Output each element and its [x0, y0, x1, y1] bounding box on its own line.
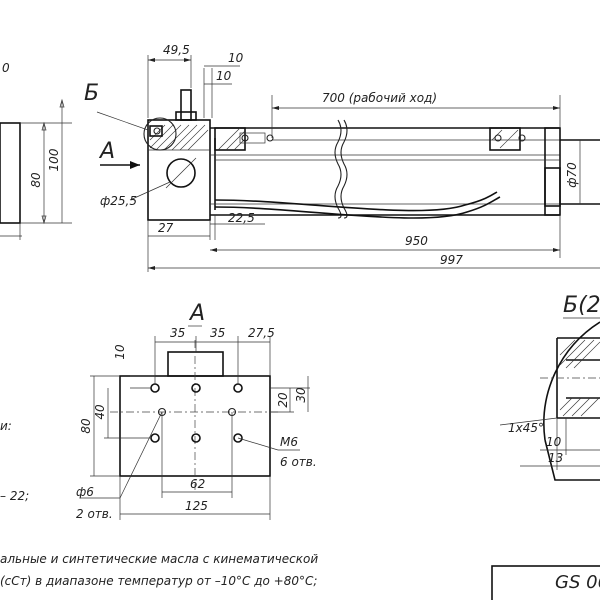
view-a-hole-m6-count: 6 отв.	[280, 455, 317, 469]
view-a-dim-35-b: 35	[210, 326, 225, 340]
left-dim-80: 80	[29, 172, 43, 188]
note-bottom-line-1: альные и синтетические масла с кинематич…	[0, 552, 318, 566]
left-side-view: 80 100 0	[0, 61, 72, 240]
main-view: Б	[84, 43, 600, 272]
left-dim-100: 100	[47, 148, 61, 171]
view-a-hole-m6: М6	[280, 435, 298, 449]
view-a-dim-27-5: 27,5	[248, 326, 275, 340]
title-block: GS 06	[491, 565, 600, 600]
dim-22-5: 22,5	[228, 211, 255, 225]
dim-10-b: 10	[216, 69, 232, 83]
detail-b-dim-10: 10	[546, 435, 562, 449]
block-section-hatch	[148, 124, 210, 151]
view-a-hole-phi6-count: 2 отв.	[76, 507, 113, 521]
dim-950: 950	[405, 234, 428, 248]
dim-phi70: ф70	[565, 162, 579, 188]
left-dim-top-partial: 0	[2, 61, 10, 75]
view-a-dim-35-a: 35	[170, 326, 185, 340]
dim-10-a: 10	[228, 51, 244, 65]
title-block-code: GS 06	[555, 572, 600, 593]
view-a-arrow: A	[98, 139, 140, 169]
detail-b-title: Б(2:	[563, 293, 600, 318]
cylinder-body	[210, 119, 600, 219]
view-a-dim-125: 125	[185, 499, 208, 513]
view-a: A 35 35 27,5 10 80	[76, 301, 317, 521]
view-a-dim-40: 40	[93, 404, 107, 420]
note-bottom-line-2: (сСт) в диапазоне температур от –10°С до…	[0, 574, 317, 588]
notes: и: – 22; альные и синтетические масла с …	[0, 419, 318, 588]
view-a-dim-80: 80	[79, 418, 93, 434]
dim-997: 997	[440, 253, 463, 267]
note-left-partial-2: – 22;	[0, 489, 29, 503]
dim-phi25-5: ф25,5	[100, 194, 137, 208]
view-a-dim-20: 20	[276, 392, 290, 408]
note-left-partial-1: и:	[0, 419, 12, 433]
detail-b: Б(2: 1x45° 10 13	[499, 293, 600, 481]
view-a-dim-10: 10	[113, 344, 127, 360]
detail-b-chamfer: 1x45°	[508, 421, 544, 435]
view-a-dim-30: 30	[294, 387, 308, 403]
section-b-marker: Б	[84, 81, 99, 106]
view-a-dim-62: 62	[190, 477, 205, 491]
section-b-circle	[143, 117, 177, 151]
dim-27: 27	[158, 221, 174, 235]
view-a-hole-phi6: ф6	[76, 485, 94, 499]
view-a-arrow-label: A	[98, 139, 115, 164]
view-a-title: A	[188, 301, 205, 326]
detail-b-hatch	[556, 337, 600, 419]
dim-stroke: 700 (рабочий ход)	[322, 91, 437, 105]
dim-49-5: 49,5	[163, 43, 190, 57]
detail-b-dim-13: 13	[548, 451, 563, 465]
